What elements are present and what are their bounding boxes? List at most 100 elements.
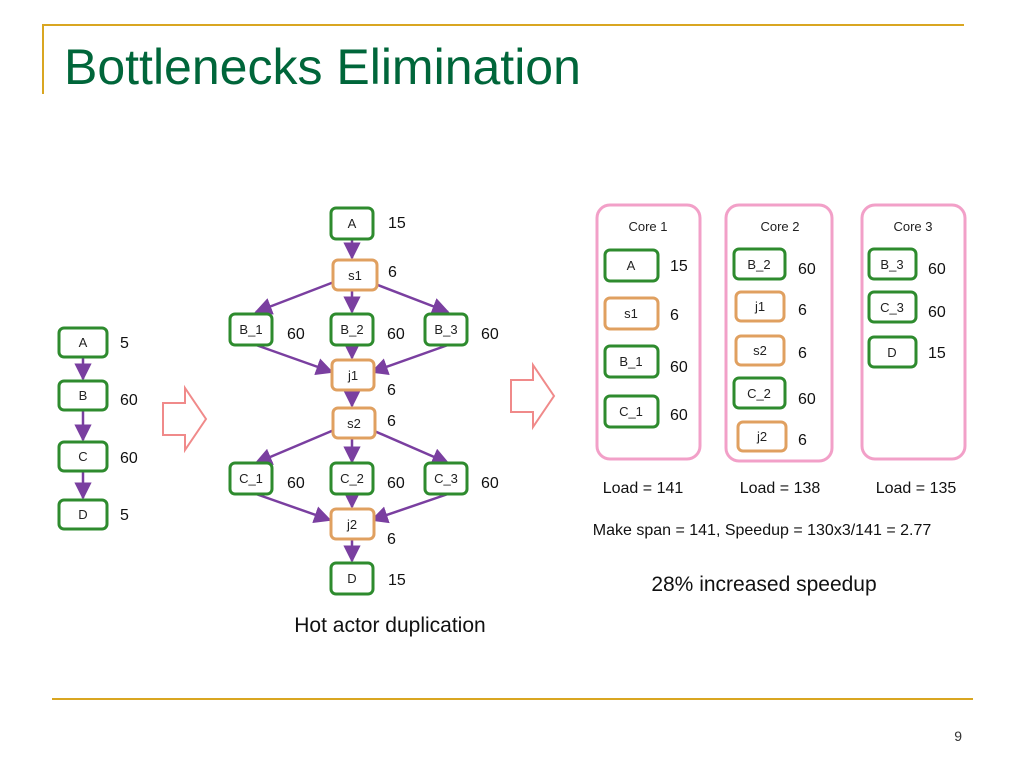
orig-node-c: C 60 [57, 440, 138, 473]
core-1-item-a: A 15 [603, 248, 688, 283]
core-1-load: Load = 141 [603, 480, 684, 497]
dup-node-j2: j2 6 [329, 507, 396, 548]
edge-s2-C3 [371, 428, 450, 465]
edge-B3-j1 [370, 343, 449, 375]
core-2-item-j1: j1 6 [734, 290, 807, 323]
edge-s2-C1 [254, 428, 335, 465]
item-cost: 60 [670, 407, 688, 424]
node-cost: 6 [388, 264, 397, 281]
item-cost: 60 [928, 304, 946, 321]
node-cost: 6 [387, 413, 396, 430]
item-cost: 60 [928, 261, 946, 278]
slide-title: Bottlenecks Elimination [64, 39, 581, 95]
node-label: B [79, 388, 88, 403]
dup-node-a: A 15 [329, 206, 406, 241]
orig-node-a: A 5 [57, 326, 129, 359]
item-label: B_3 [880, 257, 903, 272]
orig-node-b: B 60 [57, 379, 138, 412]
schedule-arrow-icon [510, 361, 556, 431]
node-label: A [348, 216, 357, 231]
core-name: Core 3 [893, 219, 932, 234]
node-cost: 60 [481, 475, 499, 492]
dup-node-s1: s1 6 [331, 258, 397, 292]
edge-s1-B1 [254, 280, 335, 315]
node-label: C_3 [434, 471, 458, 486]
core-3-load: Load = 135 [876, 480, 957, 497]
item-cost: 60 [798, 261, 816, 278]
item-label: D [887, 345, 896, 360]
dup-node-s2: s2 6 [331, 406, 396, 440]
edge-B1-j1 [255, 343, 334, 375]
item-label: C_1 [619, 404, 643, 419]
node-cost: 6 [387, 531, 396, 548]
core-3-panel: Core 3 B_3 60 C_3 60 D 15 [860, 203, 967, 461]
core-1-item-b1: B_1 60 [603, 344, 688, 379]
duplication-caption: Hot actor duplication [294, 614, 485, 637]
dup-node-c1: C_1 60 [228, 461, 305, 496]
core-2-item-b2: B_2 60 [732, 247, 816, 281]
edge-s1-B3 [369, 280, 450, 315]
item-cost: 15 [670, 258, 688, 275]
node-cost: 60 [120, 450, 138, 467]
node-cost: 5 [120, 507, 129, 524]
core-name: Core 2 [760, 219, 799, 234]
duplicated-graph: A 15 s1 6 B_1 60 B_2 60 B_3 60 j1 6 [228, 206, 499, 637]
node-cost: 60 [120, 392, 138, 409]
core-3-item-b3: B_3 60 [867, 247, 946, 281]
item-cost: 60 [798, 391, 816, 408]
bottom-accent-line [52, 698, 973, 700]
node-cost: 6 [387, 382, 396, 399]
core-2-item-c2: C_2 60 [732, 376, 816, 410]
dup-node-c3: C_3 60 [423, 461, 499, 496]
node-label: j2 [346, 517, 357, 532]
core-1-panel: Core 1 A 15 s1 6 B_1 60 C_1 60 [595, 203, 702, 461]
item-cost: 6 [798, 302, 807, 319]
item-cost: 6 [798, 432, 807, 449]
node-cost: 60 [481, 326, 499, 343]
node-cost: 60 [287, 326, 305, 343]
page-number: 9 [954, 728, 962, 744]
edge-C3-j2 [370, 492, 449, 524]
item-label: s2 [753, 343, 767, 358]
core-1-item-s1: s1 6 [603, 296, 679, 331]
core-2-panel: Core 2 B_2 60 j1 6 s2 6 C_2 60 j2 6 [724, 203, 834, 463]
item-label: s1 [624, 306, 638, 321]
top-accent-line [42, 24, 964, 26]
node-cost: 60 [387, 326, 405, 343]
item-label: C_3 [880, 300, 904, 315]
item-label: j2 [756, 429, 767, 444]
core-2-load: Load = 138 [740, 480, 821, 497]
core-2-item-j2: j2 6 [736, 420, 807, 453]
dup-node-c2: C_2 60 [329, 461, 405, 496]
node-cost: 15 [388, 572, 406, 589]
core-3-item-c3: C_3 60 [867, 290, 946, 324]
node-label: s1 [348, 268, 362, 283]
transform-arrow-icon [162, 384, 208, 454]
item-label: B_2 [747, 257, 770, 272]
left-accent-line [42, 24, 44, 94]
dup-node-b2: B_2 60 [329, 312, 405, 347]
node-label: C [78, 449, 87, 464]
item-cost: 15 [928, 345, 946, 362]
node-label: s2 [347, 416, 361, 431]
core-1-item-c1: C_1 60 [603, 394, 688, 429]
node-label: A [79, 335, 88, 350]
node-cost: 60 [287, 475, 305, 492]
dup-node-b3: B_3 60 [423, 312, 499, 347]
node-label: C_1 [239, 471, 263, 486]
makespan-text: Make span = 141, Speedup = 130x3/141 = 2… [593, 522, 932, 539]
item-label: C_2 [747, 386, 771, 401]
node-label: D [347, 571, 356, 586]
orig-node-d: D 5 [57, 498, 129, 531]
dup-node-d: D 15 [329, 561, 406, 596]
original-graph: A 5 B 60 C 60 D 5 [57, 326, 138, 531]
dup-node-j1: j1 6 [330, 358, 396, 399]
item-label: j1 [754, 299, 765, 314]
item-label: A [627, 258, 636, 273]
node-label: B_2 [340, 322, 363, 337]
item-cost: 6 [798, 345, 807, 362]
core-name: Core 1 [628, 219, 667, 234]
node-label: B_3 [434, 322, 457, 337]
node-label: j1 [347, 368, 358, 383]
